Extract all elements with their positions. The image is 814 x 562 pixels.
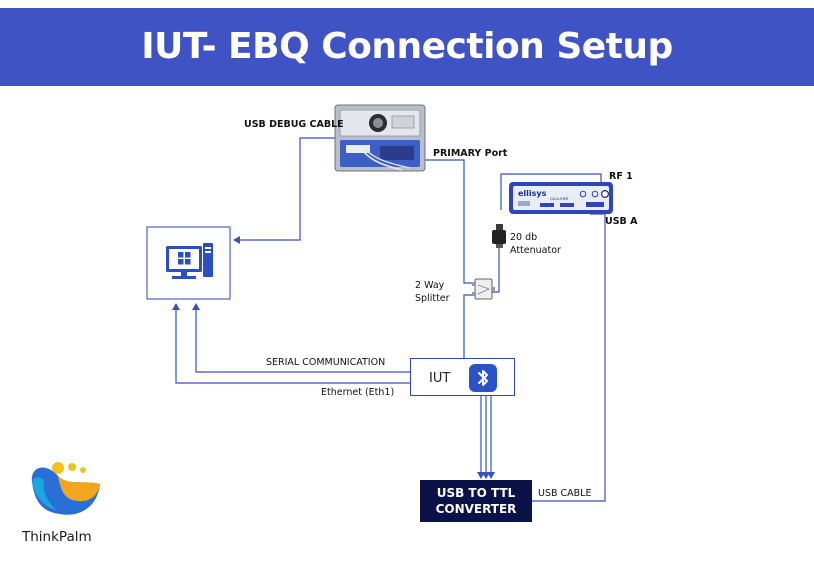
thinkpalm-logo (31, 462, 101, 515)
ellisys-device-photo (334, 104, 426, 172)
bluetooth-icon (469, 364, 497, 392)
ethernet-line (172, 303, 410, 384)
usb-cable-line (532, 213, 606, 502)
qualifier-device: ellisys QUALIFIER (509, 182, 613, 214)
page-title: IUT- EBQ Connection Setup (141, 26, 673, 67)
splitter-icon (472, 278, 495, 300)
usb-debug-cable-line (233, 137, 338, 244)
splitter-iut-line (463, 294, 478, 358)
rf1-label: RF 1 (609, 171, 633, 182)
usb-cable-label: USB CABLE (538, 488, 592, 499)
usb-debug-cable-label: USB DEBUG CABLE (244, 119, 344, 130)
iut-box: IUT (410, 358, 515, 396)
serial-line (192, 303, 410, 373)
splitter-label: 2 Way Splitter (415, 280, 450, 304)
usb-ttl-converter: USB TO TTL CONVERTER (420, 480, 532, 522)
computer-icon (166, 243, 213, 279)
qualifier-model: QUALIFIER (550, 197, 569, 201)
primary-port-label: PRIMARY Port (433, 148, 508, 159)
primary-port-line (420, 159, 476, 284)
usb-a-label: USB A (605, 216, 638, 227)
thinkpalm-name: ThinkPalm (22, 529, 92, 545)
attenuator-icon (492, 224, 506, 248)
iut-label: IUT (429, 371, 451, 386)
title-banner: IUT- EBQ Connection Setup (0, 8, 814, 86)
attenuator-label: 20 db Attenuator (510, 232, 561, 256)
serial-communication-label: SERIAL COMMUNICATION (266, 357, 386, 368)
ethernet-label: Ethernet (Eth1) (321, 387, 395, 398)
attenuator-line (492, 245, 500, 293)
qualifier-brand: ellisys (518, 189, 547, 198)
